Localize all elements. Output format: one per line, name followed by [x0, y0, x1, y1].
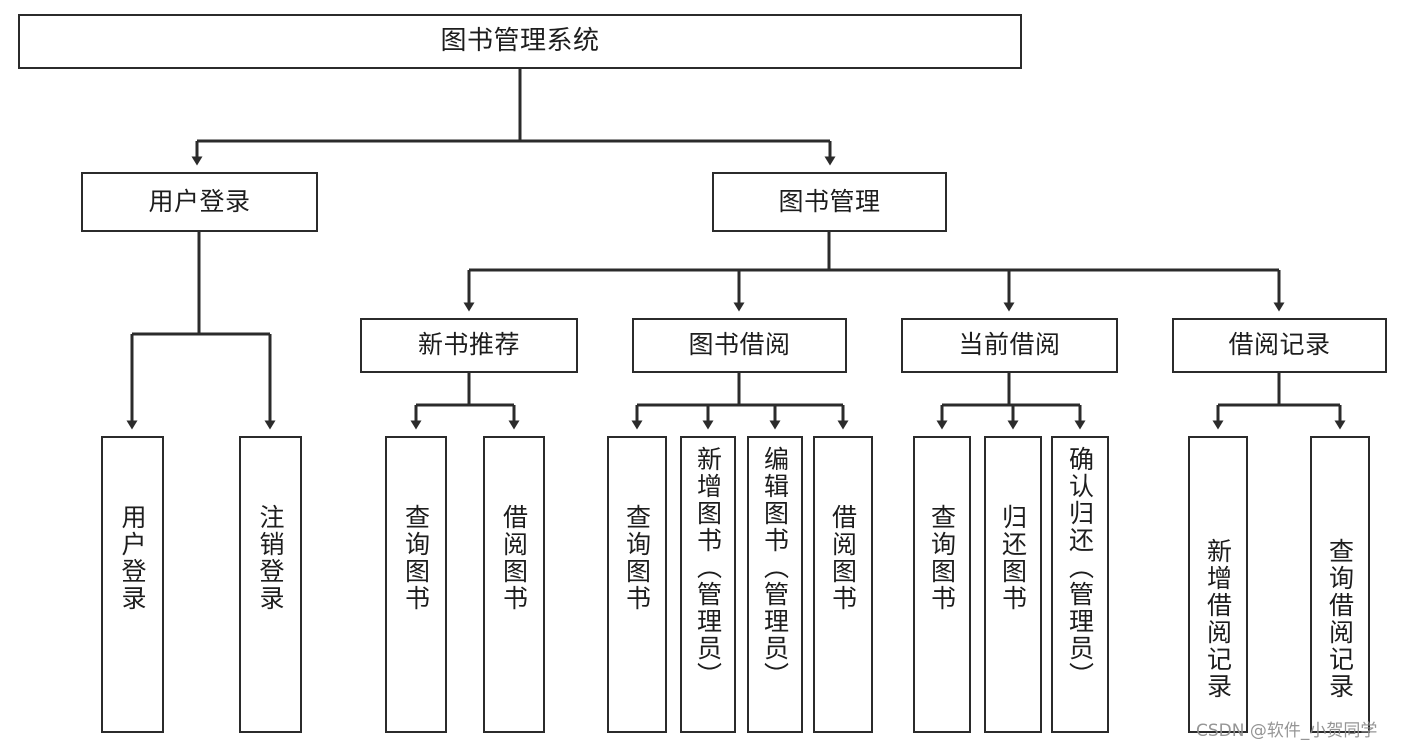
node-borrow-record[interactable]: 借阅记录 — [1172, 318, 1387, 373]
node-leaf-confirm-return[interactable]: 确认归还（管理员） — [1051, 436, 1109, 733]
node-label: 图书借阅 — [688, 330, 791, 360]
node-label: 新增图书（管理员） — [693, 446, 723, 689]
node-label: 归还图书 — [998, 504, 1028, 612]
node-leaf-query-book-2[interactable]: 查询图书 — [607, 436, 667, 733]
node-book-borrow[interactable]: 图书借阅 — [632, 318, 847, 373]
csdn-watermark: CSDN @软件_小贺同学 — [1196, 721, 1378, 741]
node-leaf-edit-book[interactable]: 编辑图书（管理员） — [747, 436, 803, 733]
node-user-login[interactable]: 用户登录 — [81, 172, 318, 232]
node-label: 借阅图书 — [828, 504, 858, 612]
node-label: 图书管理 — [778, 186, 881, 216]
node-label: 确认归还（管理员） — [1065, 446, 1095, 689]
node-leaf-query-book-3[interactable]: 查询图书 — [913, 436, 971, 733]
node-root[interactable]: 图书管理系统 — [18, 14, 1022, 69]
node-label: 新增借阅记录 — [1203, 538, 1233, 700]
node-book-manage[interactable]: 图书管理 — [712, 172, 947, 232]
node-label: 当前借阅 — [958, 330, 1061, 360]
node-label: 编辑图书（管理员） — [760, 446, 790, 689]
node-label: 查询借阅记录 — [1325, 538, 1355, 700]
node-leaf-user-logout[interactable]: 注销登录 — [239, 436, 302, 733]
node-label: 新书推荐 — [417, 330, 520, 360]
node-label: 用户登录 — [118, 504, 147, 612]
node-current-borrow[interactable]: 当前借阅 — [901, 318, 1118, 373]
node-label: 借阅记录 — [1228, 330, 1331, 360]
node-label: 图书管理系统 — [440, 25, 600, 56]
node-new-book-rec[interactable]: 新书推荐 — [360, 318, 578, 373]
node-leaf-return-book[interactable]: 归还图书 — [984, 436, 1042, 733]
node-label: 用户登录 — [148, 186, 251, 216]
node-leaf-add-book[interactable]: 新增图书（管理员） — [680, 436, 736, 733]
node-label: 注销登录 — [256, 504, 285, 612]
node-label: 查询图书 — [622, 504, 652, 612]
node-label: 查询图书 — [401, 504, 431, 612]
node-leaf-user-login[interactable]: 用户登录 — [101, 436, 164, 733]
node-leaf-query-book-1[interactable]: 查询图书 — [385, 436, 447, 733]
node-leaf-add-record[interactable]: 新增借阅记录 — [1188, 436, 1248, 733]
node-label: 借阅图书 — [499, 504, 529, 612]
node-leaf-borrow-book-1[interactable]: 借阅图书 — [483, 436, 545, 733]
node-label: 查询图书 — [927, 504, 957, 612]
node-leaf-query-record[interactable]: 查询借阅记录 — [1310, 436, 1370, 733]
node-leaf-borrow-book-2[interactable]: 借阅图书 — [813, 436, 873, 733]
